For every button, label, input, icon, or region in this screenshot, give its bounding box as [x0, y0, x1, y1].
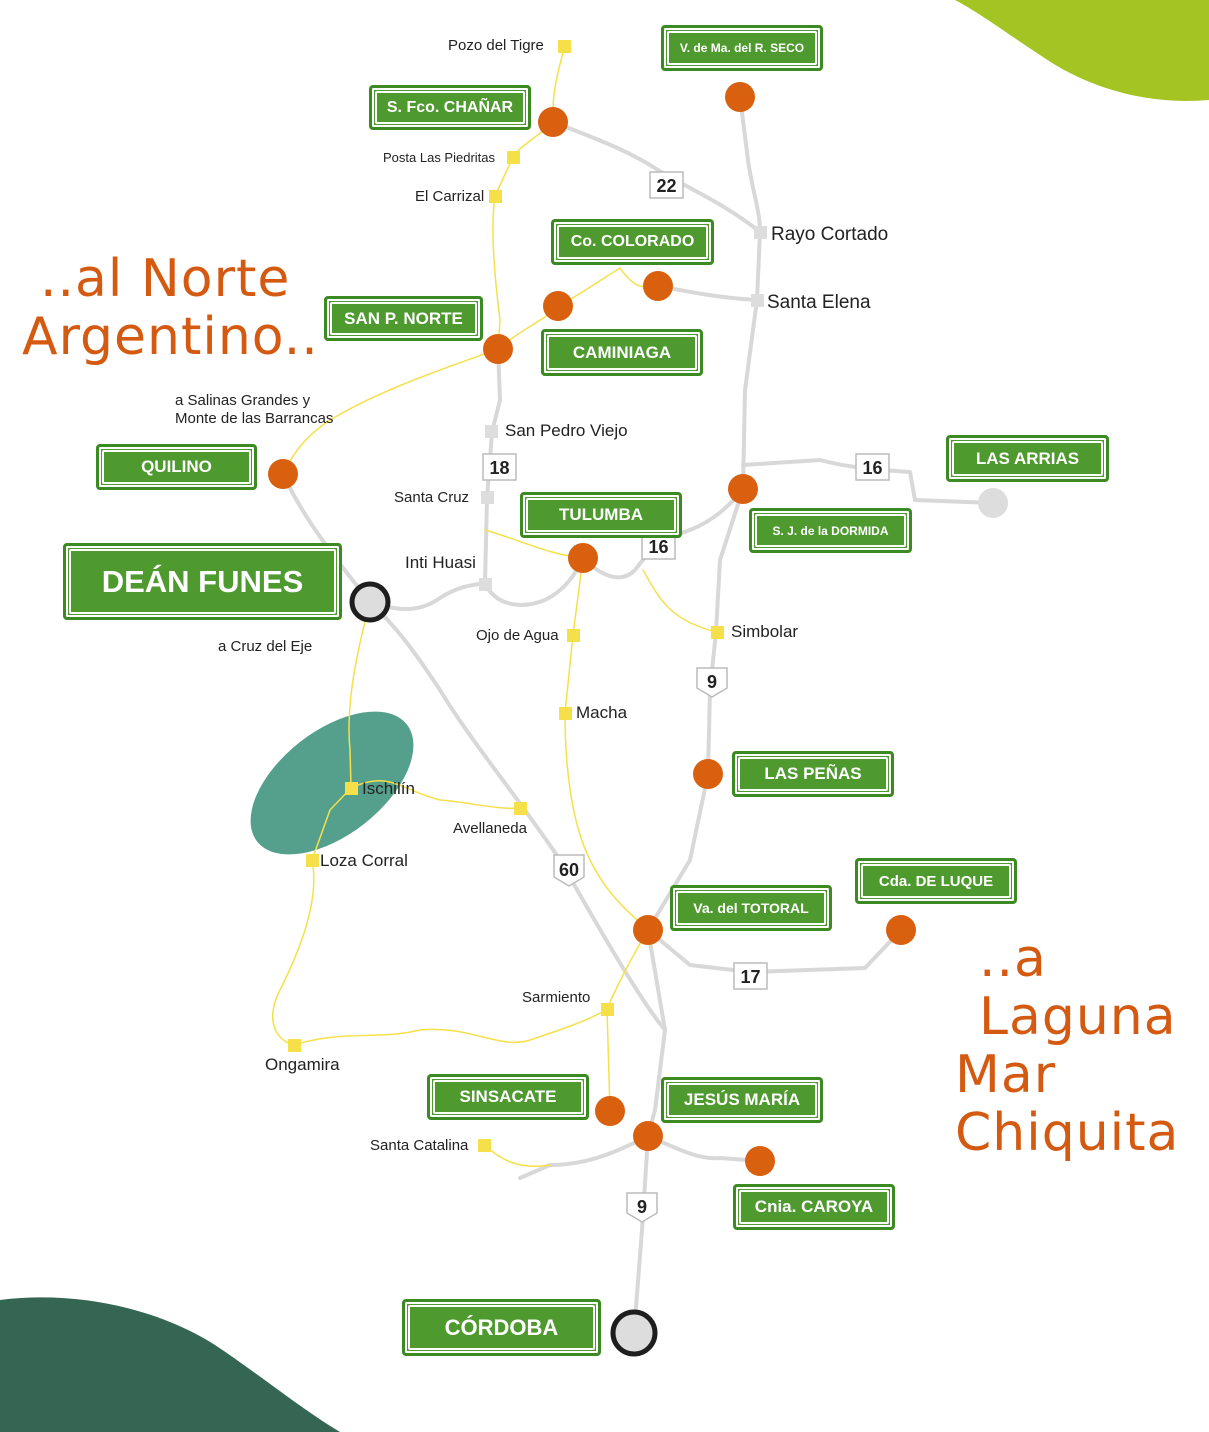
- label-ischilin: Ischilín: [362, 779, 415, 798]
- label-pozo-del-tigre: Pozo del Tigre: [448, 37, 544, 54]
- town-dots: [268, 82, 916, 1176]
- label-san-pedro-viejo: San Pedro Viejo: [505, 421, 628, 440]
- label-santa-cruz: Santa Cruz: [394, 489, 470, 506]
- dean-funes-sign[interactable]: DEÁN FUNES: [63, 543, 342, 620]
- sign-sinsacate[interactable]: SINSACATE: [427, 1074, 589, 1120]
- label-simbolar: Simbolar: [731, 622, 799, 641]
- sign-co-colorado[interactable]: Co. COLORADO: [551, 219, 714, 265]
- label-ojo-de-agua: Ojo de Agua: [476, 627, 559, 644]
- label-avellaneda: Avellaneda: [453, 820, 527, 837]
- sign-tulumba[interactable]: TULUMBA: [520, 492, 682, 538]
- route-18: 18: [489, 458, 509, 478]
- slogan-north-line2: Argentino..: [22, 307, 319, 367]
- slogan-east: ..a Laguna Mar Chiquita: [955, 930, 1209, 1162]
- label-macha: Macha: [576, 703, 628, 722]
- slogan-east-line2: Mar Chiquita: [955, 1045, 1180, 1163]
- route-shields: 22 18 16 16 9 60 17 9: [482, 171, 890, 1223]
- slogan-east-line1: ..a Laguna: [979, 929, 1177, 1047]
- dean-funes-city-dot: [349, 581, 391, 623]
- sign-san-p-norte[interactable]: SAN P. NORTE: [324, 296, 483, 341]
- sign-v-ma-r-seco[interactable]: V. de Ma. del R. SECO: [661, 25, 823, 71]
- sign-las-arrias[interactable]: LAS ARRIAS: [946, 435, 1109, 482]
- label-santa-elena: Santa Elena: [767, 292, 871, 313]
- sign-las-penas[interactable]: LAS PEÑAS: [732, 751, 894, 797]
- ischilin-area: [250, 711, 414, 855]
- corner-decoration-top-right: [955, 0, 1209, 101]
- label-rayo-cortado: Rayo Cortado: [771, 224, 889, 245]
- sign-va-totoral[interactable]: Va. del TOTORAL: [670, 885, 832, 931]
- label-ongamira: Ongamira: [265, 1055, 340, 1074]
- route-16-east: 16: [862, 458, 882, 478]
- slogan-north-line1: ..al Norte: [40, 249, 291, 309]
- route-17: 17: [740, 967, 760, 987]
- corner-decoration-bottom-left: [0, 1297, 340, 1432]
- label-sarmiento: Sarmiento: [522, 989, 591, 1006]
- route-16-tulumba: 16: [648, 537, 668, 557]
- sign-caminiaga[interactable]: CAMINIAGA: [541, 329, 703, 376]
- route-9-south: 9: [637, 1197, 647, 1217]
- route-9-north: 9: [707, 672, 717, 692]
- route-60: 60: [559, 860, 579, 880]
- sign-s-j-dormida[interactable]: S. J. de la DORMIDA: [749, 508, 912, 553]
- label-cruz-del-eje: a Cruz del Eje: [218, 638, 313, 655]
- label-salinas-line1: a Salinas Grandes y: [175, 392, 311, 409]
- sign-jesus-maria[interactable]: JESÚS MARÍA: [661, 1077, 823, 1123]
- label-salinas-line2: Monte de las Barrancas: [175, 410, 334, 427]
- las-arrias-dot: [978, 488, 1008, 518]
- label-inti-huasi: Inti Huasi: [405, 553, 476, 572]
- label-loza-corral: Loza Corral: [320, 851, 408, 870]
- cordoba-city-dot: [610, 1309, 658, 1357]
- sign-cnia-caroya[interactable]: Cnia. CAROYA: [733, 1184, 895, 1230]
- route-22: 22: [656, 176, 676, 196]
- cordoba-sign[interactable]: CÓRDOBA: [402, 1299, 601, 1356]
- place-markers: [288, 40, 767, 1152]
- label-el-carrizal: El Carrizal: [415, 188, 485, 205]
- label-posta-las-piedritas: Posta Las Piedritas: [383, 150, 496, 165]
- label-santa-catalina: Santa Catalina: [370, 1137, 469, 1154]
- slogan-north: ..al Norte Argentino..: [22, 250, 319, 366]
- sign-quilino[interactable]: QUILINO: [96, 444, 257, 490]
- sign-s-fco-chanar[interactable]: S. Fco. CHAÑAR: [369, 85, 531, 130]
- sign-cda-de-luque[interactable]: Cda. DE LUQUE: [855, 858, 1017, 904]
